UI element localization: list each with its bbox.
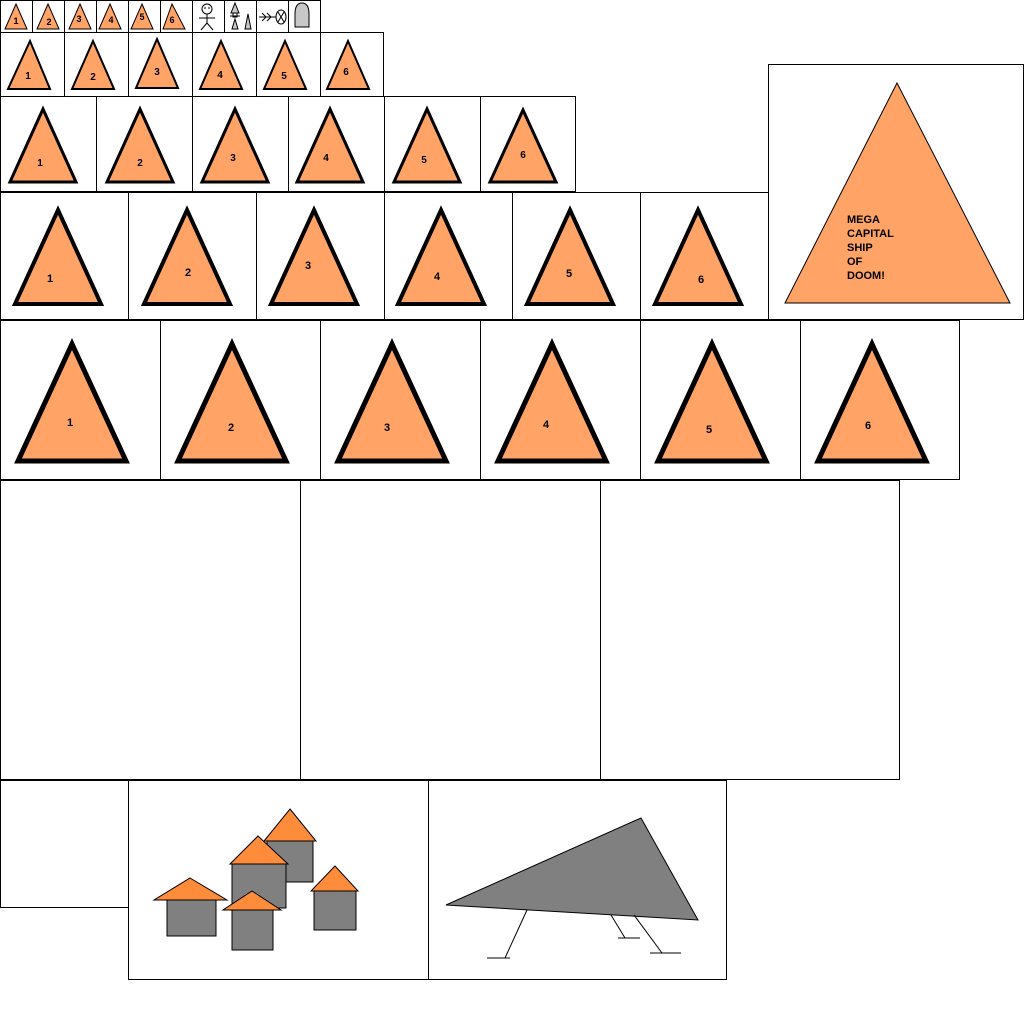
row-xlarge-ships: 1 2 3 4 5 6 xyxy=(0,320,960,480)
ship-sprite-large-5: 5 xyxy=(512,192,641,320)
ship-sprite-xlarge-5: 5 xyxy=(640,320,801,480)
ship-sprite-tiny-6: 6 xyxy=(160,0,193,33)
ship-sprite-tiny-1: 1 xyxy=(0,0,33,33)
row-medium-ships: 1 2 3 4 5 6 xyxy=(0,96,576,192)
fishbone-icon xyxy=(256,0,289,33)
row-tiny-ships: 1 2 3 4 5 6 xyxy=(0,0,321,33)
ship-number: 5 xyxy=(566,268,572,280)
row-small-ships: 1 2 3 4 5 6 xyxy=(0,32,384,97)
ship-number: 4 xyxy=(434,271,441,283)
ship-number: 6 xyxy=(865,420,871,432)
ship-number: 4 xyxy=(108,15,113,25)
mega-label-line-3: SHIP xyxy=(847,242,873,254)
ship-number: 4 xyxy=(543,419,550,431)
village-tile xyxy=(128,780,429,980)
ship-sprite-small-3: 3 xyxy=(128,32,193,97)
ship-number: 3 xyxy=(154,67,160,78)
ship-sprite-small-2: 2 xyxy=(64,32,129,97)
empty-tile xyxy=(0,780,129,908)
ship-number: 1 xyxy=(37,158,43,169)
empty-tile xyxy=(300,480,601,780)
ship-sprite-large-2: 2 xyxy=(128,192,257,320)
row-empty-tiles xyxy=(0,480,900,780)
house-icon xyxy=(152,877,229,937)
ship-number: 6 xyxy=(343,67,349,78)
ship-sprite-medium-6: 6 xyxy=(480,96,576,192)
empty-tile xyxy=(0,480,301,780)
ship-sprite-large-3: 3 xyxy=(256,192,385,320)
ship-sprite-tiny-2: 2 xyxy=(32,0,65,33)
ship-sprite-xlarge-4: 4 xyxy=(480,320,641,480)
house-icon xyxy=(309,865,360,931)
ship-sprite-tiny-4: 4 xyxy=(96,0,129,33)
ship-sprite-medium-5: 5 xyxy=(384,96,481,192)
ship-number: 5 xyxy=(139,12,144,22)
ship-sprite-tiny-5: 5 xyxy=(128,0,161,33)
ship-number: 6 xyxy=(169,15,174,25)
ship-number: 1 xyxy=(47,273,53,285)
ship-sprite-xlarge-2: 2 xyxy=(160,320,321,480)
ship-sprite-xlarge-3: 3 xyxy=(320,320,481,480)
ship-sprite-xlarge-6: 6 xyxy=(800,320,960,480)
ship-sprite-medium-4: 4 xyxy=(288,96,385,192)
ship-number: 2 xyxy=(137,158,143,169)
ship-sprite-medium-3: 3 xyxy=(192,96,289,192)
mega-label-line-4: OF xyxy=(847,256,863,268)
ship-number: 3 xyxy=(305,260,311,272)
ship-sprite-large-6: 6 xyxy=(640,192,769,320)
walker-ship-tile xyxy=(428,780,727,980)
house-icon xyxy=(221,890,283,951)
tombstone-icon xyxy=(288,0,321,33)
ship-number: 5 xyxy=(706,424,712,436)
row-scenery-tiles xyxy=(0,780,727,980)
ship-number: 2 xyxy=(90,72,96,83)
walker-legs xyxy=(487,909,681,959)
rockets-icon xyxy=(224,0,257,33)
ship-number: 4 xyxy=(217,70,223,81)
ship-number: 1 xyxy=(25,71,31,82)
ship-number: 6 xyxy=(520,150,526,161)
ship-number: 4 xyxy=(323,153,329,164)
mega-capital-ship-sprite: MEGA CAPITAL SHIP OF DOOM! xyxy=(768,64,1024,320)
ship-number: 2 xyxy=(228,422,234,434)
ship-number: 1 xyxy=(67,417,73,429)
ship-sprite-large-4: 4 xyxy=(384,192,513,320)
ship-sprite-xlarge-1: 1 xyxy=(0,320,161,480)
ship-sprite-small-1: 1 xyxy=(0,32,65,97)
ship-sprite-large-1: 1 xyxy=(0,192,129,320)
stick-figure-icon xyxy=(192,0,225,33)
ship-sprite-small-6: 6 xyxy=(320,32,384,97)
ship-number: 3 xyxy=(384,422,390,434)
mega-label-line-2: CAPITAL xyxy=(847,228,894,240)
ship-sprite-tiny-3: 3 xyxy=(64,0,97,33)
ship-sprite-small-5: 5 xyxy=(256,32,321,97)
ship-sprite-small-4: 4 xyxy=(192,32,257,97)
row-large-ships: 1 2 3 4 5 6 xyxy=(0,192,769,320)
ship-number: 2 xyxy=(185,267,191,279)
ship-number: 1 xyxy=(13,16,18,26)
ship-sprite-medium-1: 1 xyxy=(0,96,97,192)
mega-label-line-1: MEGA xyxy=(847,214,880,226)
ship-number: 3 xyxy=(230,153,236,164)
mega-label-line-5: DOOM! xyxy=(847,270,885,282)
ship-number: 2 xyxy=(46,17,51,27)
ship-number: 5 xyxy=(421,155,427,166)
ship-number: 6 xyxy=(698,274,704,286)
ship-number: 5 xyxy=(281,71,287,82)
empty-tile xyxy=(600,480,900,780)
ship-sprite-medium-2: 2 xyxy=(96,96,193,192)
house-icon xyxy=(228,835,290,909)
ship-number: 3 xyxy=(76,14,81,24)
